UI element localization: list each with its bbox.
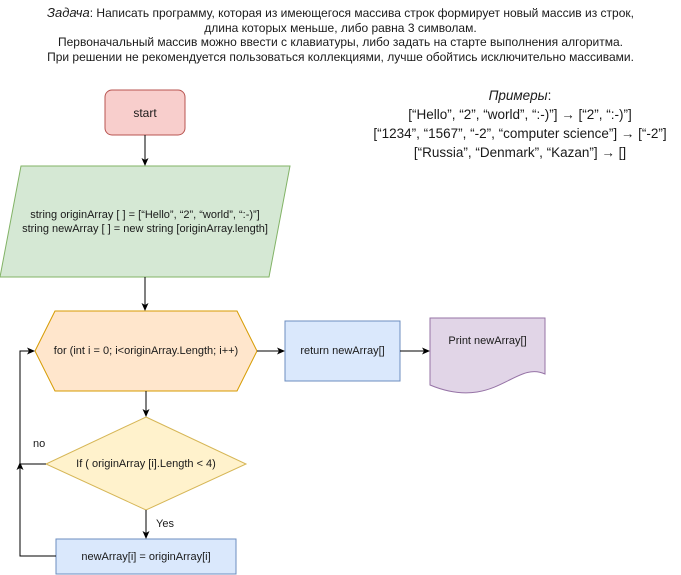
yes-label: Yes	[156, 518, 174, 530]
example-line-1: [“Hello”, “2”, “world”, “:-)”] → [“2”, “…	[408, 107, 632, 122]
task-line-4: При решении не рекомендуется пользоватьс…	[47, 49, 634, 64]
assign-box	[55, 538, 237, 575]
examples-block: Примеры: [“Hello”, “2”, “world”, “:-)”] …	[330, 86, 681, 162]
print-document	[429, 317, 546, 394]
loop-label: for (int i = 0; i<originArray.Length; i+…	[53, 345, 239, 357]
task-label: Задача	[47, 5, 90, 20]
task-line-3: Первоначальный массив можно ввести с кла…	[57, 35, 624, 49]
example-line-2: [“1234”, “1567”, “-2”, “computer science…	[373, 126, 667, 141]
start-label: start	[133, 105, 157, 120]
task-line-1: Задача: Написать программу, которая из и…	[47, 5, 634, 20]
init-label: string originArray [ ] = [“Hello”, “2”, …	[0, 166, 290, 277]
init-line-1: string originArray [ ] = [“Hello”, “2”, …	[30, 208, 260, 221]
init-line-2: string newArray [ ] = new string [origin…	[22, 222, 268, 235]
loop-hexagon	[34, 310, 258, 392]
return-label: return newArray[]	[300, 345, 385, 357]
no-label: no	[33, 438, 46, 450]
task-line-2: длина которых меньше, либо равна 3 симво…	[204, 20, 477, 35]
condition-label: If ( originArray [i].Length < 4)	[76, 457, 216, 470]
examples-title: Примеры:	[488, 88, 552, 103]
return-box	[284, 320, 401, 382]
print-label: Print newArray[]	[448, 335, 527, 347]
init-parallelogram	[0, 165, 291, 278]
edge-cond-no	[19, 347, 46, 465]
assign-label: newArray[i] = originArray[i]	[81, 550, 211, 563]
edge-assign-loop	[16, 462, 56, 557]
task-description: Задача: Написать программу, которая из и…	[0, 5, 681, 64]
example-line-3: [“Russia”, “Denmark”, “Kazan”] → []	[413, 145, 627, 160]
